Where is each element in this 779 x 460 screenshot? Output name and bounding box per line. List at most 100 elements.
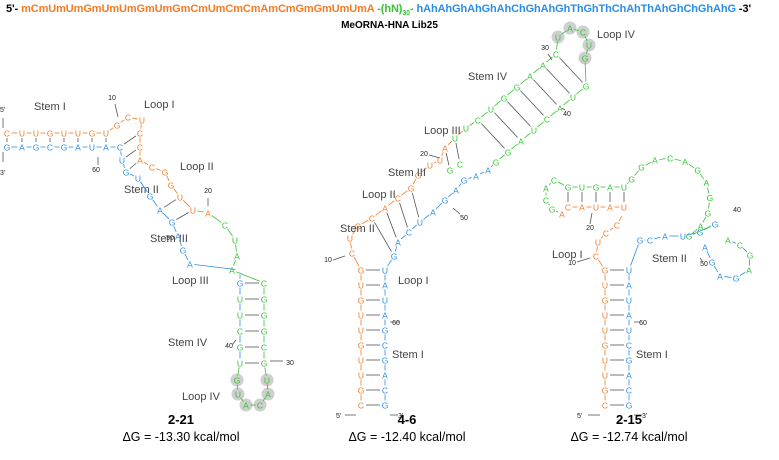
backbone-line	[211, 215, 222, 223]
backbone-line	[561, 107, 566, 111]
backbone-line	[173, 225, 177, 233]
backbone-line	[494, 100, 501, 107]
nucleotide: G	[694, 166, 701, 176]
backbone-line	[547, 53, 553, 61]
nucleotide: U	[139, 115, 145, 125]
backbone-line	[179, 240, 182, 246]
nucleotide: G	[505, 147, 512, 157]
backbone-line	[350, 242, 352, 249]
backbone-line	[645, 161, 652, 166]
nucleotide: C	[358, 400, 364, 410]
three-prime-label: 3'	[642, 413, 647, 420]
backbone-line	[240, 397, 244, 402]
nucleotide: U	[347, 233, 353, 243]
label-stem-iv: Stem IV	[468, 71, 508, 83]
nucleotide: U	[75, 128, 81, 138]
position-number: 60	[639, 320, 647, 327]
label-stem-i: Stem I	[34, 101, 66, 113]
nucleotide: U	[602, 280, 608, 290]
backbone-line	[596, 246, 598, 252]
loop-highlight	[230, 373, 244, 387]
nucleotide: A	[518, 136, 524, 146]
linker-open: -(hN)	[377, 3, 403, 15]
backbone-line	[129, 173, 135, 177]
backbone-line	[707, 187, 710, 194]
loop-highlight	[578, 51, 592, 65]
loop-highlight	[260, 373, 274, 387]
backbone-line	[713, 265, 719, 273]
position-number: 40	[563, 111, 571, 118]
nucleotide: G	[382, 325, 389, 335]
meorna-sequence: mCmUmUmGmUmUmGmUmGmCmUmCmCmAmCmGmGmUmUmA	[21, 3, 375, 15]
nucleotide: C	[602, 400, 608, 410]
backbone-line	[584, 35, 588, 42]
nucleotide: A	[704, 178, 710, 188]
base-pair-line	[533, 79, 557, 105]
nucleotide: G	[180, 245, 187, 255]
backbone-line	[152, 199, 158, 207]
three-prime-label: 3'	[0, 170, 5, 177]
nucleotide: G	[4, 142, 11, 152]
backbone-line	[441, 151, 444, 157]
nucleotide: U	[680, 231, 686, 241]
nucleotide: U	[437, 155, 443, 165]
five-prime-label: 5'	[336, 413, 341, 420]
nucleotide: C	[137, 142, 143, 152]
label-stem-i: Stem I	[392, 349, 424, 361]
nucleotide: A	[175, 231, 181, 241]
nucleotide: A	[607, 182, 613, 192]
backbone-line	[235, 244, 237, 252]
nucleotide: G	[234, 375, 241, 385]
nucleotide: G	[733, 273, 740, 283]
nucleotide: G	[582, 53, 589, 63]
nucleotide: U	[531, 125, 537, 135]
position-number: 50	[460, 215, 468, 222]
nucleotide: A	[579, 202, 585, 212]
nucleotide: A	[543, 183, 549, 193]
base-pair-line	[386, 212, 397, 238]
nucleotide: A	[103, 142, 109, 152]
nucleotide: U	[358, 325, 364, 335]
nucleotide: A	[187, 259, 193, 269]
nucleotide: G	[261, 310, 268, 320]
backbone-line	[166, 175, 170, 182]
nucleotide: A	[19, 142, 25, 152]
nucleotide: A	[382, 280, 388, 290]
nucleotide: C	[544, 114, 550, 124]
nucleotide: U	[626, 325, 632, 335]
caption-2-21: 2-21 ΔG = -13.30 kcal/mol	[81, 412, 281, 444]
backbone-line	[674, 158, 681, 161]
nucleotide: C	[355, 221, 361, 231]
nucleotide: U	[89, 142, 95, 152]
nucleotide: C	[553, 49, 559, 59]
nucleotide: C	[626, 340, 632, 350]
nucleotide: G	[461, 175, 468, 185]
nucleotide: G	[565, 182, 572, 192]
nucleotide: C	[395, 193, 401, 203]
nucleotide: A	[265, 389, 271, 399]
nucleotide: C	[565, 202, 571, 212]
nucleotide: A	[725, 235, 731, 245]
nucleotide: A	[540, 60, 546, 70]
backbone-line	[448, 192, 453, 198]
nucleotide: G	[593, 182, 600, 192]
nucleotide: G	[358, 385, 365, 395]
backbone-line	[421, 167, 427, 173]
nucleotide: G	[123, 167, 130, 177]
backbone-line	[537, 121, 544, 128]
sequence-header: 5'- mCmUmUmGmUmUmGmUmGmCmUmCmCmAmCmGmGmU…	[6, 3, 778, 21]
backbone-line	[706, 250, 711, 259]
nucleotide: U	[358, 355, 364, 365]
backbone-line	[585, 49, 589, 54]
backbone-line	[388, 200, 395, 206]
nucleotide: A	[229, 265, 235, 275]
nucleotide: G	[147, 191, 154, 201]
label-loop-iii: Loop III	[172, 275, 209, 287]
label-stem-iii: Stem III	[388, 167, 426, 179]
label-loop-i: Loop I	[398, 275, 429, 287]
loop-highlight	[261, 387, 275, 401]
nucleotide: G	[114, 120, 121, 130]
nucleotide: A	[698, 222, 704, 232]
backbone-line	[533, 67, 540, 74]
nucleotide: A	[652, 155, 658, 165]
